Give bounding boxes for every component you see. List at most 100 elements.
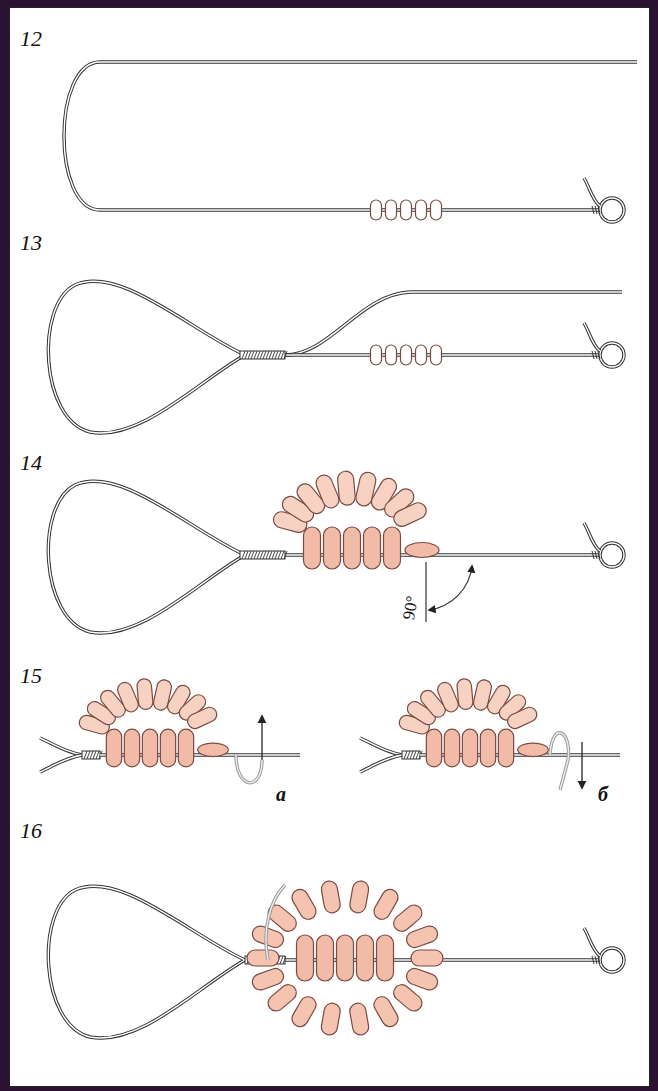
bead xyxy=(337,471,356,506)
wrap xyxy=(598,206,600,214)
bead xyxy=(106,729,121,767)
eye-ring xyxy=(600,198,624,222)
wire-core xyxy=(285,292,622,355)
wrap xyxy=(598,551,600,559)
bead xyxy=(371,886,401,922)
twist-hatch xyxy=(93,751,96,759)
wire-core xyxy=(360,738,402,755)
wire xyxy=(584,523,600,551)
wire xyxy=(48,481,245,633)
wire xyxy=(285,353,600,356)
wire xyxy=(360,755,402,772)
bead xyxy=(444,729,459,767)
twist-hatch xyxy=(260,551,263,559)
wire-core xyxy=(584,523,600,551)
wire-core xyxy=(360,755,402,772)
twist-hatch xyxy=(410,751,413,759)
sub-step-letter: а xyxy=(276,784,286,804)
wire xyxy=(64,62,637,210)
bead xyxy=(349,880,370,914)
twist-hatch xyxy=(278,351,281,359)
angle-label: 90° xyxy=(400,595,421,621)
twist xyxy=(240,551,285,559)
wire-core xyxy=(40,755,82,772)
bead xyxy=(431,200,442,220)
wrap xyxy=(592,351,594,359)
twist xyxy=(402,751,420,759)
eye-ring xyxy=(600,543,624,567)
bead xyxy=(357,935,374,981)
wire xyxy=(584,323,600,351)
wrap xyxy=(595,206,597,214)
step-number: 12 xyxy=(20,28,42,50)
twist-hatch xyxy=(275,351,278,359)
wire xyxy=(48,886,245,1038)
wrap xyxy=(595,551,597,559)
twist-hatch xyxy=(281,351,284,359)
wire-core xyxy=(236,755,262,783)
bead xyxy=(344,527,361,569)
wrap xyxy=(592,956,594,964)
wire xyxy=(584,178,600,206)
bead xyxy=(401,345,412,365)
angle-line xyxy=(425,562,426,622)
twist-hatch xyxy=(248,551,251,559)
twist-hatch xyxy=(269,351,272,359)
wrap xyxy=(595,956,597,964)
twist-hatch xyxy=(251,551,254,559)
bead xyxy=(364,527,381,569)
wire-core xyxy=(550,733,569,790)
bead xyxy=(456,678,473,710)
twist xyxy=(240,351,285,359)
twist-hatch xyxy=(284,351,287,359)
wire-core xyxy=(40,738,82,755)
twist-hatch xyxy=(281,551,284,559)
twist-hatch xyxy=(84,751,87,759)
wire xyxy=(285,292,622,355)
wrap xyxy=(595,351,597,359)
eye-ring xyxy=(600,343,624,367)
wrap xyxy=(598,956,600,964)
twist-hatch xyxy=(266,551,269,559)
bead xyxy=(304,527,321,569)
bead xyxy=(498,729,513,767)
twist-hatch xyxy=(260,351,263,359)
twist-hatch xyxy=(242,351,245,359)
wire xyxy=(584,928,600,956)
bead xyxy=(142,729,157,767)
bead xyxy=(518,743,549,757)
bead xyxy=(480,729,495,767)
twist-hatch xyxy=(254,351,257,359)
bead xyxy=(416,345,427,365)
bead xyxy=(390,902,425,935)
direction-arrow xyxy=(581,742,582,788)
bead xyxy=(462,729,477,767)
bead xyxy=(178,729,193,767)
step-number: 15 xyxy=(20,665,42,687)
drawing xyxy=(40,62,637,1038)
bead xyxy=(297,935,314,981)
twist-hatch xyxy=(245,351,248,359)
bead xyxy=(324,527,341,569)
twist-hatch xyxy=(413,751,416,759)
bead xyxy=(247,950,279,966)
step-number: 14 xyxy=(20,452,42,474)
bead xyxy=(391,500,429,529)
twist-hatch xyxy=(283,956,286,964)
bead xyxy=(265,981,300,1014)
bead xyxy=(289,994,319,1030)
wire-core xyxy=(64,62,637,210)
twist-hatch xyxy=(254,551,257,559)
wire xyxy=(360,738,402,755)
twist-hatch xyxy=(269,551,272,559)
wire-core xyxy=(584,178,600,206)
bead xyxy=(337,935,354,981)
wire xyxy=(40,738,82,755)
wire-core xyxy=(584,928,600,956)
bead xyxy=(377,935,394,981)
eye-ring-core xyxy=(600,198,624,222)
wrap xyxy=(592,551,594,559)
step-number: 13 xyxy=(20,232,42,254)
bead xyxy=(349,1002,370,1036)
twist-hatch xyxy=(272,351,275,359)
